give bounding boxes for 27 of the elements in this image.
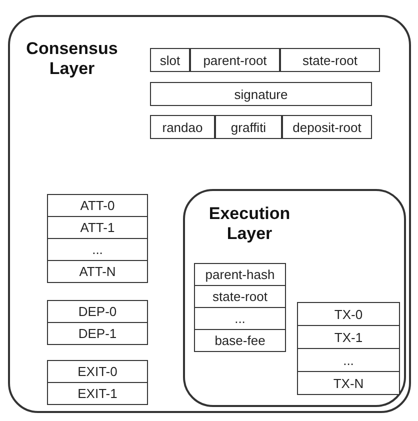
field-cell: base-fee — [194, 329, 286, 352]
field-cell: DEP-0 — [47, 300, 148, 323]
field-cell: state-root — [280, 48, 380, 72]
field-cell: ... — [194, 307, 286, 330]
field-cell: TX-0 — [297, 302, 400, 326]
field-cell: parent-hash — [194, 263, 286, 286]
field-cell: ... — [297, 348, 400, 372]
field-cell: ATT-N — [47, 260, 148, 283]
field-cell: DEP-1 — [47, 322, 148, 345]
layer-heading: Execution Layer — [208, 204, 292, 244]
field-cell: ... — [47, 238, 148, 261]
field-cell: slot — [150, 48, 190, 72]
layer-panel — [183, 189, 406, 407]
field-cell: ATT-1 — [47, 216, 148, 239]
field-cell: randao — [150, 115, 215, 139]
field-cell: ATT-0 — [47, 194, 148, 217]
field-cell: graffiti — [215, 115, 282, 139]
field-cell: deposit-root — [282, 115, 372, 139]
field-cell: signature — [150, 82, 372, 106]
field-cell: TX-N — [297, 371, 400, 395]
field-cell: EXIT-1 — [47, 382, 148, 405]
field-cell: parent-root — [190, 48, 280, 72]
field-cell: TX-1 — [297, 325, 400, 349]
field-cell: state-root — [194, 285, 286, 308]
layer-heading: Consensus Layer — [25, 39, 119, 79]
layer-panel — [8, 15, 411, 413]
field-cell: EXIT-0 — [47, 360, 148, 383]
